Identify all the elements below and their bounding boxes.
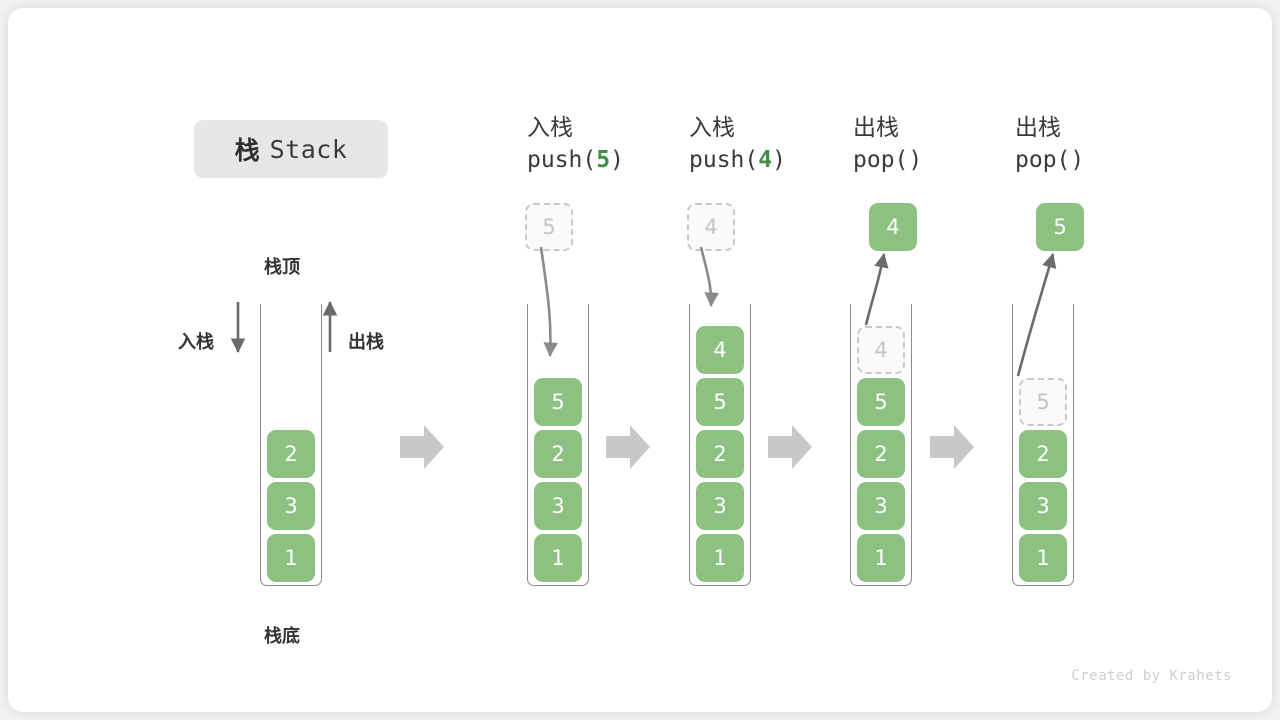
stack-push-4: 4 5 2 3 1 — [689, 304, 751, 586]
float-cell-push-5: 5 — [525, 203, 573, 251]
header-suffix: ) — [610, 147, 624, 173]
stack-cell: 1 — [267, 534, 315, 582]
column-header-push-5: 入栈 push(5) — [527, 113, 727, 177]
header-line1: 入栈 — [527, 115, 573, 141]
column-header-pop-4: 出栈 pop() — [853, 113, 1053, 177]
stack-top-label: 栈顶 — [264, 257, 300, 278]
header-op: push( — [689, 147, 759, 173]
title-cjk: 栈 — [234, 136, 260, 165]
float-cell-pop-5: 5 — [1036, 203, 1084, 251]
watermark: Created by Krahets — [1071, 668, 1232, 684]
stack-pop-4: 4 5 2 3 1 — [850, 304, 912, 586]
stack-cell: 5 — [1019, 378, 1067, 426]
diagram-card: 栈 Stack 栈顶 栈底 入栈 出栈 入栈 push(5) 入栈 push(4… — [8, 8, 1272, 712]
header-suffix: ) — [908, 147, 923, 173]
stack-cell: 2 — [1019, 430, 1067, 478]
stack-cell: 1 — [696, 534, 744, 582]
header-line2: push(5) — [527, 143, 727, 177]
stack-bottom-label: 栈底 — [264, 626, 300, 647]
stack-cell: 2 — [857, 430, 905, 478]
stack-cell: 4 — [696, 326, 744, 374]
stack-cell: 5 — [857, 378, 905, 426]
header-line2: push(4) — [689, 143, 889, 177]
header-line1: 出栈 — [853, 115, 899, 141]
header-suffix: ) — [772, 147, 786, 173]
header-op: pop( — [1015, 147, 1071, 173]
header-line2: pop() — [853, 143, 1053, 177]
stack-cell: 3 — [1019, 482, 1067, 530]
header-line1: 入栈 — [689, 115, 735, 141]
push-side-label: 入栈 — [178, 332, 214, 353]
stack-initial: 2 3 1 — [260, 304, 322, 586]
header-op: pop( — [853, 147, 909, 173]
float-cell-push-4: 4 — [687, 203, 735, 251]
stack-cell: 2 — [534, 430, 582, 478]
stack-cell: 3 — [696, 482, 744, 530]
stack-cell: 1 — [1019, 534, 1067, 582]
stack-cell: 1 — [857, 534, 905, 582]
diagram-title: 栈 Stack — [194, 120, 388, 178]
header-arg: 4 — [758, 147, 773, 173]
column-header-pop-5: 出栈 pop() — [1015, 113, 1215, 177]
header-arg: 5 — [596, 147, 611, 173]
stack-cell: 2 — [267, 430, 315, 478]
float-cell-pop-4: 4 — [869, 203, 917, 251]
column-header-push-4: 入栈 push(4) — [689, 113, 889, 177]
header-suffix: ) — [1070, 147, 1085, 173]
stack-cell: 2 — [696, 430, 744, 478]
stack-cell: 3 — [534, 482, 582, 530]
stack-cell: 3 — [857, 482, 905, 530]
stack-cell: 4 — [857, 326, 905, 374]
stack-push-5: 5 2 3 1 — [527, 304, 589, 586]
stack-cell: 5 — [696, 378, 744, 426]
stack-cell: 1 — [534, 534, 582, 582]
stack-cell: 3 — [267, 482, 315, 530]
pop-side-label: 出栈 — [348, 332, 384, 353]
stack-pop-5: 5 2 3 1 — [1012, 304, 1074, 586]
header-line2: pop() — [1015, 143, 1215, 177]
title-latin: Stack — [269, 134, 348, 164]
header-line1: 出栈 — [1015, 115, 1061, 141]
header-op: push( — [527, 147, 597, 173]
stack-cell: 5 — [534, 378, 582, 426]
